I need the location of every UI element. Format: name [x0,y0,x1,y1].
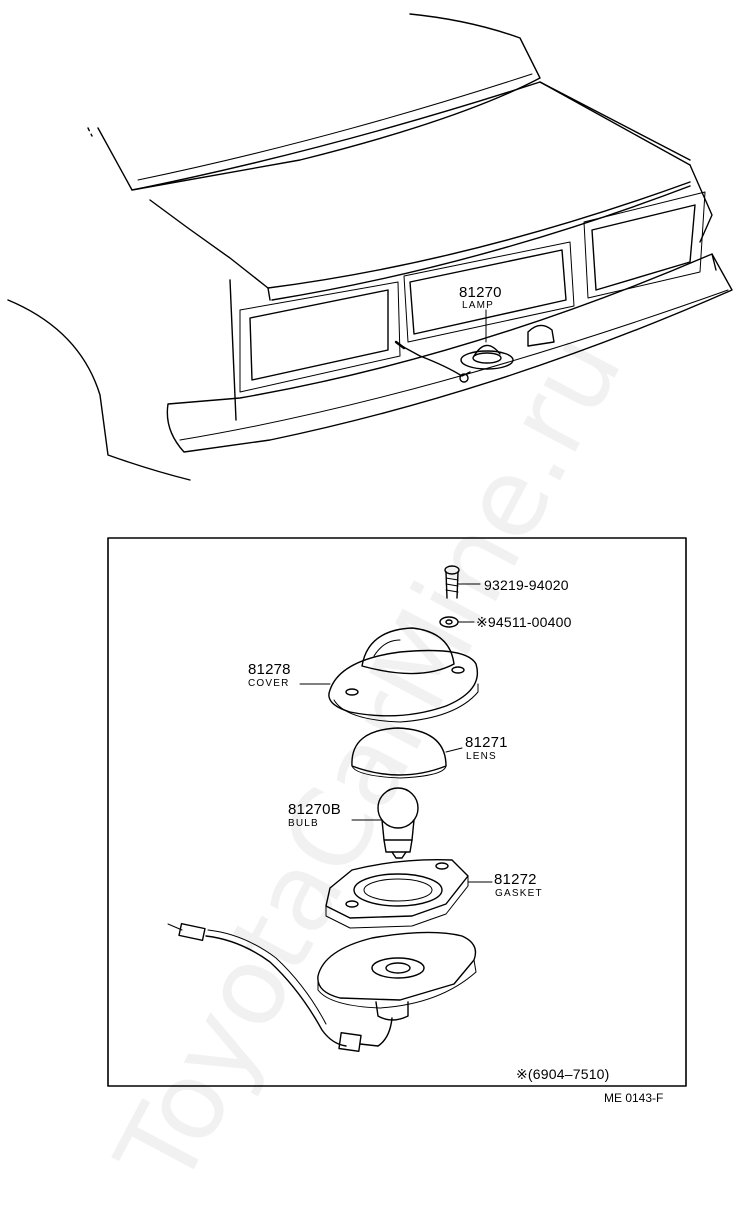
lens [351,727,463,779]
gasket-part-name: GASKET [495,888,543,899]
cover-part-number: 81278 [248,661,291,678]
bulb-part-number: 81270B [288,801,341,818]
cover-part-name: COVER [248,678,290,689]
lamp-part-number: 81270 [459,284,502,301]
screw-part-number: 93219-94020 [484,577,569,593]
cover [299,627,479,723]
screw [444,565,481,599]
lamp-part-name: LAMP [462,300,495,311]
parts-diagram [7,13,733,1087]
lamp-base [167,922,477,1053]
lens-part-number: 81271 [465,734,508,751]
washer [439,616,475,628]
detail-frame [107,537,687,1087]
lens-part-name: LENS [466,751,497,762]
bulb-part-name: BULB [288,818,319,829]
car-rear-illustration [7,13,733,481]
date-range-note: ※(6904–7510) [516,1066,610,1082]
bulb [351,787,419,859]
gasket [325,859,493,929]
gasket-part-number: 81272 [494,871,537,888]
diagram-code: ME 0143-F [604,1091,664,1105]
washer-part-number: ※94511-00400 [476,614,572,630]
